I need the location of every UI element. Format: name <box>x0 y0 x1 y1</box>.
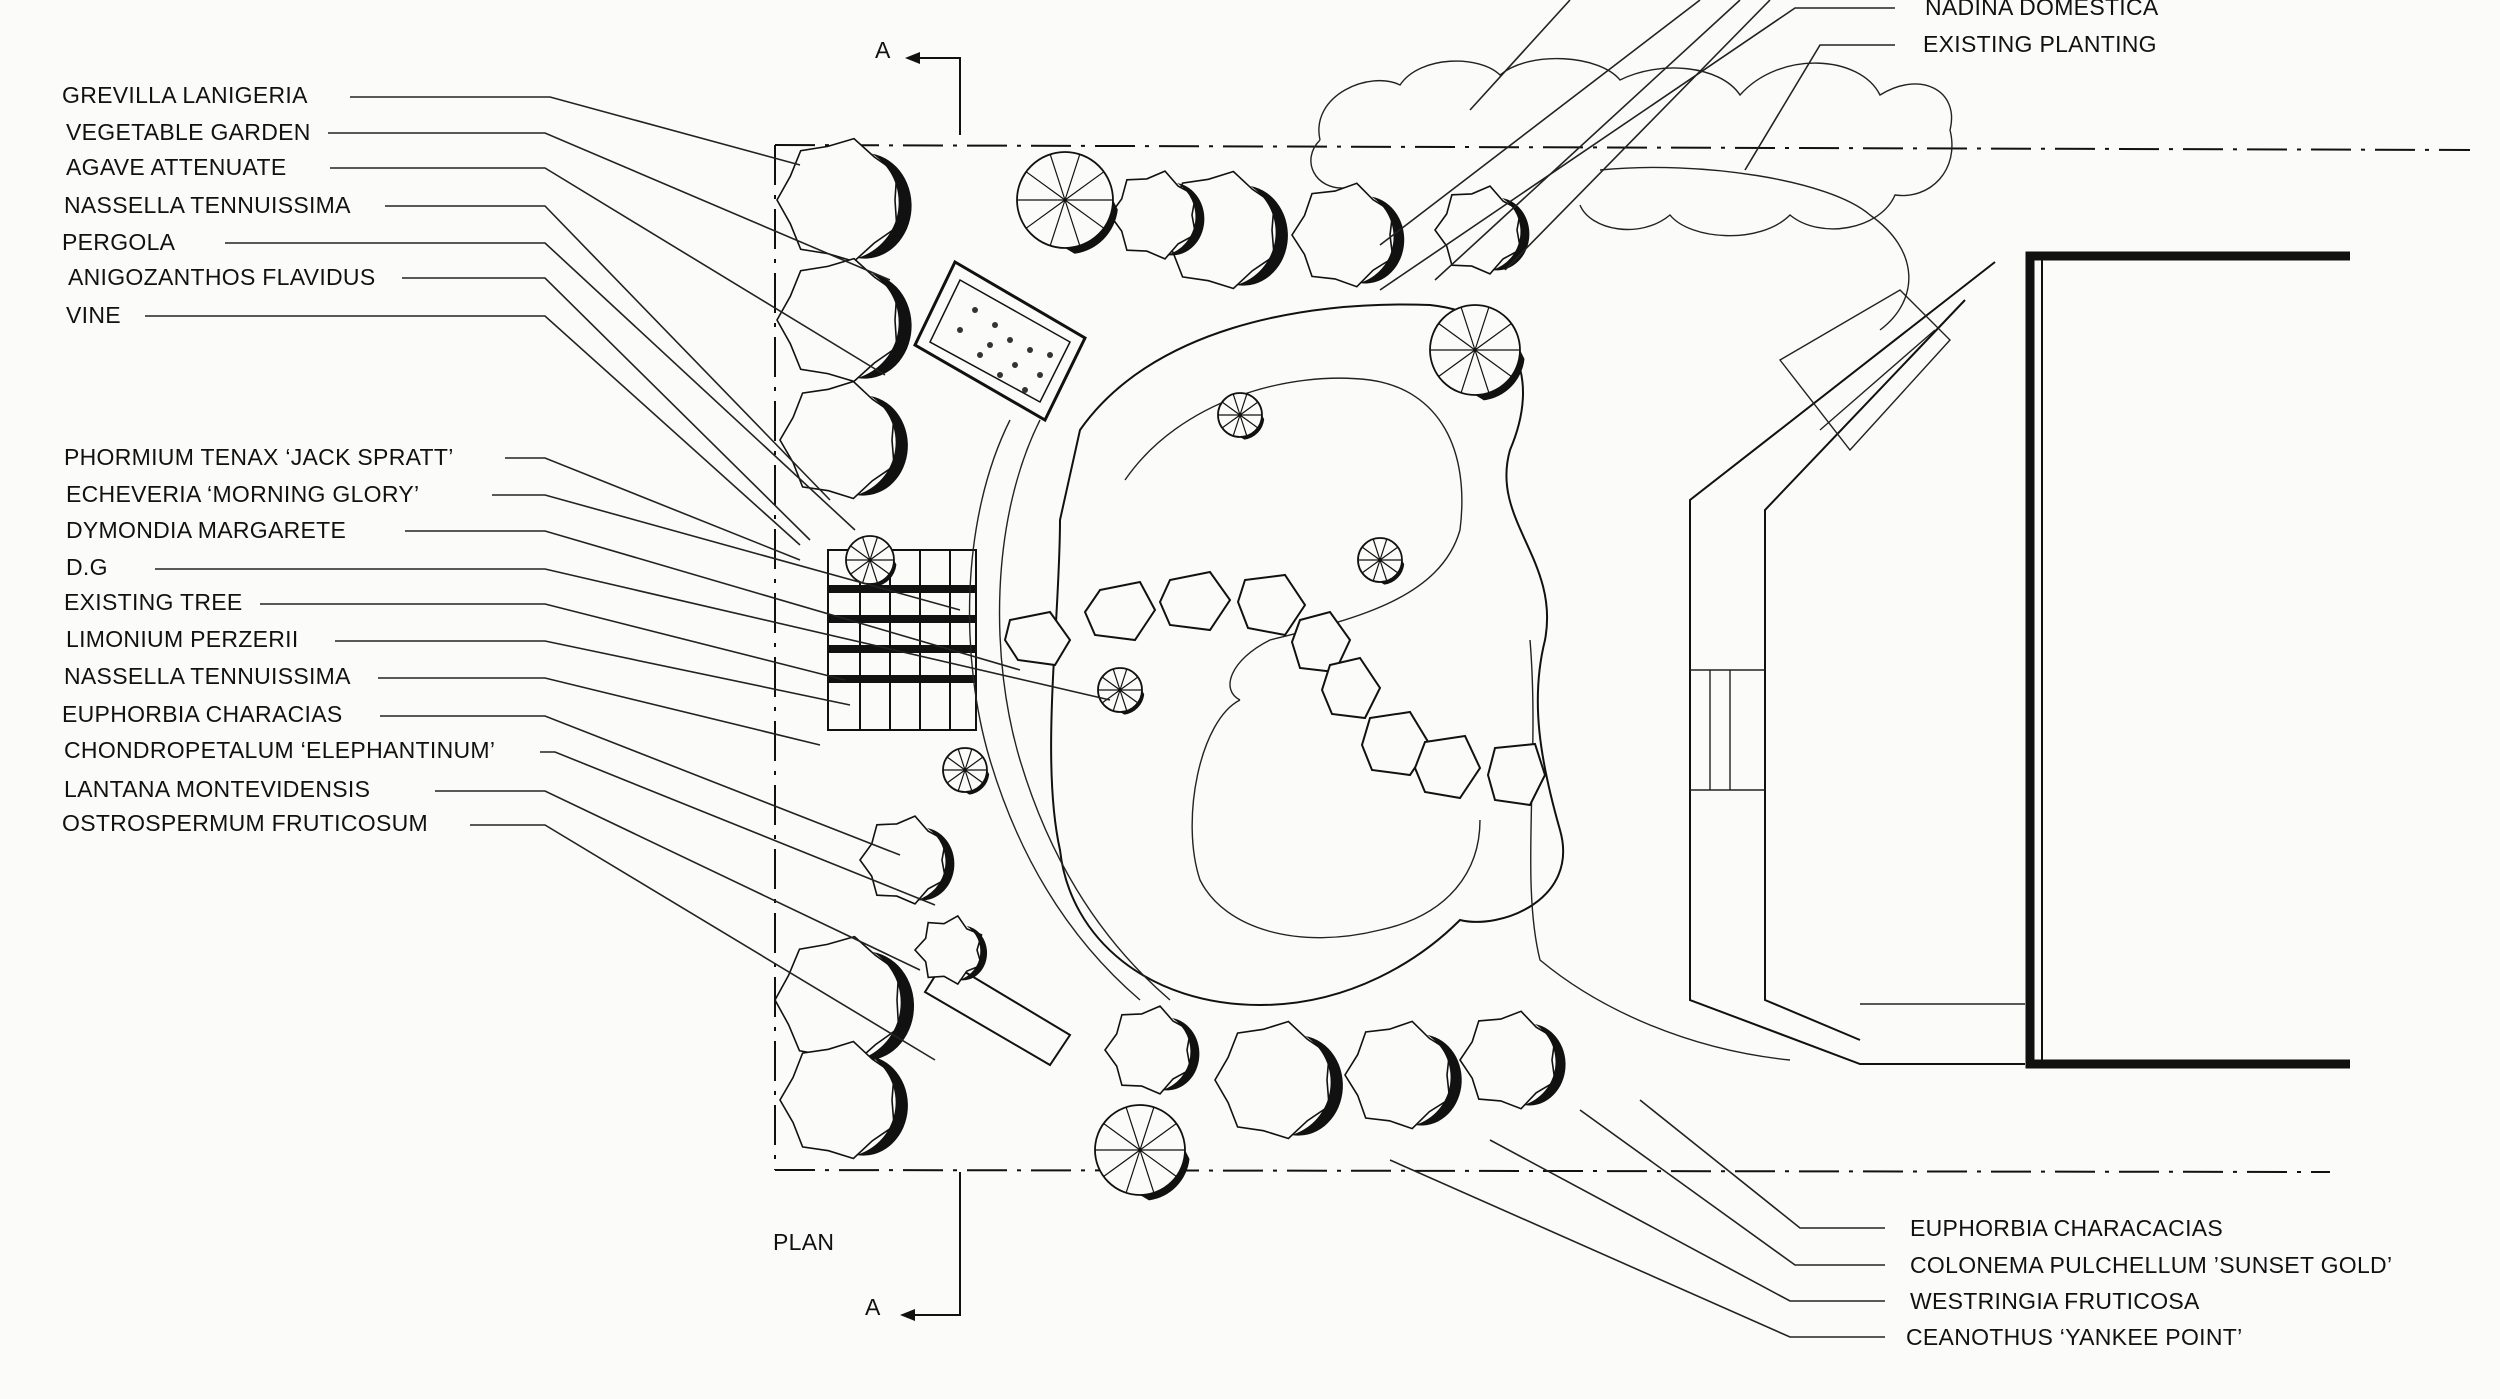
bench <box>923 958 1072 1067</box>
house <box>2025 251 2350 1069</box>
label-chondropetalum: CHONDROPETALUM ‘ELEPHANTINUM’ <box>64 737 495 763</box>
label-agave-attenuate: AGAVE ATTENUATE <box>66 154 286 180</box>
label-ostrospermum: OSTROSPERMUM FRUTICOSUM <box>62 810 428 836</box>
label-ceanothus: CEANOTHUS ‘YANKEE POINT’ <box>1906 1324 2243 1350</box>
shrub-symbol <box>859 815 955 905</box>
label-existing-planting: EXISTING PLANTING <box>1923 31 2157 57</box>
label-nadina-domestica: NADINA DOMESTICA <box>1925 0 2159 20</box>
shrub-symbol <box>913 914 988 986</box>
label-vegetable-garden: VEGETABLE GARDEN <box>66 119 311 145</box>
top-right-legend: NADINA DOMESTICA EXISTING PLANTING <box>1379 0 2159 291</box>
tree-symbol <box>1357 537 1405 585</box>
vegetable-garden-bed <box>913 259 1087 423</box>
shrub-symbol <box>776 257 912 383</box>
tree-symbol <box>1217 392 1265 440</box>
tree-symbol <box>1016 151 1118 254</box>
section-marker-label: A <box>875 37 891 63</box>
bottom-right-legend: EUPHORBIA CHARACACIAS COLONEMA PULCHELLU… <box>1389 1099 2392 1350</box>
shrub-symbol <box>1459 1010 1566 1110</box>
label-lantana: LANTANA MONTEVIDENSIS <box>64 776 370 802</box>
tree-symbol <box>1097 667 1145 715</box>
feature-trees <box>845 151 1525 1201</box>
shrub-symbol <box>1214 1020 1343 1140</box>
shrub-symbol <box>1344 1020 1462 1130</box>
label-nassella-tennuissima-2: NASSELLA TENNUISSIMA <box>64 663 351 689</box>
shrub-symbol <box>1104 1005 1200 1095</box>
tree-symbol <box>845 535 897 587</box>
label-dymondia: DYMONDIA MARGARETE <box>66 517 346 543</box>
deck <box>1689 261 2025 1065</box>
label-euphorbia-characias: EUPHORBIA CHARACIAS <box>62 701 343 727</box>
shrub-symbol <box>1291 182 1405 288</box>
label-pergola: PERGOLA <box>62 229 176 255</box>
section-marker-top: A <box>875 37 961 135</box>
label-phormium-tenax: PHORMIUM TENAX ‘JACK SPRATT’ <box>64 444 454 470</box>
label-vine: VINE <box>66 302 121 328</box>
left-leader-lines <box>145 96 1111 1061</box>
label-westringia-fruticosa: WESTRINGIA FRUTICOSA <box>1910 1288 2200 1314</box>
shrub-symbol <box>779 1040 908 1160</box>
plan-title: PLAN <box>773 1229 834 1255</box>
shrub-symbol <box>1434 185 1530 275</box>
label-dg: D.G <box>66 554 108 580</box>
tree-symbol <box>1429 304 1525 401</box>
tree-symbol <box>942 747 990 795</box>
path-edge <box>998 419 1171 1001</box>
shrub-symbol <box>779 380 908 500</box>
label-anigozanthos-flavidus: ANIGOZANTHOS FLAVIDUS <box>68 264 375 290</box>
stepping-stones <box>1003 570 1547 807</box>
label-grevilla-lanigeria: GREVILLA LANIGERIA <box>62 82 308 108</box>
label-nassella-tennuissima-1: NASSELLA TENNUISSIMA <box>64 192 351 218</box>
tree-symbol <box>1094 1104 1190 1201</box>
existing-planting-outline <box>1310 57 1953 237</box>
section-marker-label: A <box>865 1294 881 1320</box>
label-colonema-pulchellum: COLONEMA PULCHELLUM ’SUNSET GOLD’ <box>1910 1252 2392 1278</box>
label-euphorbia-characacias: EUPHORBIA CHARACACIAS <box>1910 1215 2223 1241</box>
shrub-symbol <box>776 137 912 263</box>
label-limonium: LIMONIUM PERZERII <box>66 626 299 652</box>
section-marker-bottom: A <box>865 1172 961 1321</box>
left-plant-legend: GREVILLA LANIGERIA VEGETABLE GARDEN AGAV… <box>62 82 1111 1061</box>
label-echeveria: ECHEVERIA ‘MORNING GLORY’ <box>66 481 419 507</box>
label-existing-tree: EXISTING TREE <box>64 589 243 615</box>
